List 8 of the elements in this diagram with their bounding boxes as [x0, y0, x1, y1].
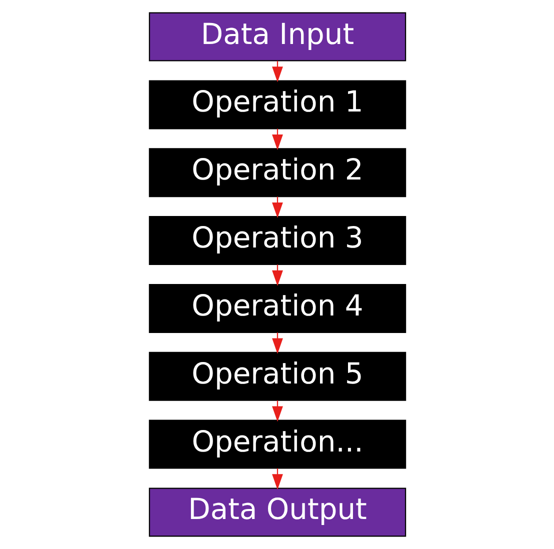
node-box: Data Output [148, 488, 406, 537]
node-box: Operation 1 [148, 80, 406, 130]
node-box: Operation 4 [148, 284, 406, 333]
node-box: Operation 2 [148, 148, 406, 198]
node-box: Operation 3 [148, 216, 406, 266]
node-box: Operation 5 [148, 352, 406, 401]
node-box: Data Input [148, 12, 406, 62]
node-box: Operation... [148, 420, 406, 469]
